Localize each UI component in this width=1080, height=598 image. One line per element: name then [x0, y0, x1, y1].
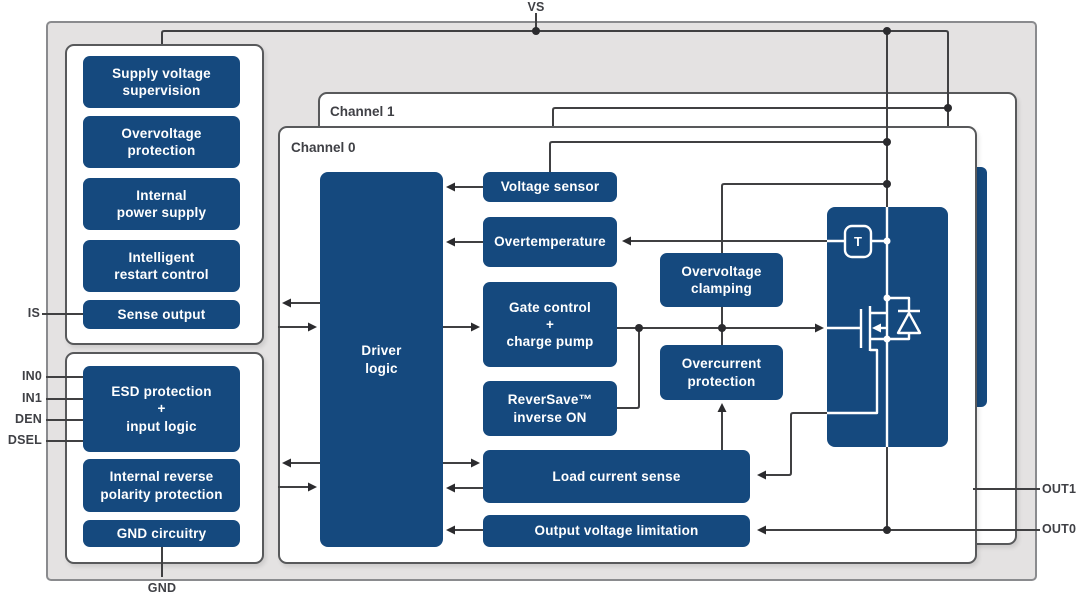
pin-label-dsel: DSEL — [7, 433, 42, 447]
pin-label-in0: IN0 — [21, 369, 42, 383]
block-voltage-sensor: Voltage sensor — [483, 172, 617, 202]
channel1-label: Channel 1 — [330, 104, 395, 119]
block-overcurrent-protection: Overcurrent protection — [660, 345, 783, 400]
pin-label-den: DEN — [15, 412, 42, 426]
block-intelligent-restart-control: Intelligent restart control — [83, 240, 240, 292]
channel0-label: Channel 0 — [291, 140, 356, 155]
block-supply-voltage-supervision: Supply voltage supervision — [83, 56, 240, 108]
block-output-voltage-limitation: Output voltage limitation — [483, 515, 750, 547]
pin-label-in1: IN1 — [21, 391, 42, 405]
temperature-sensor-label: T — [854, 234, 862, 249]
block-internal-power-supply: Internal power supply — [83, 178, 240, 230]
block-esd-protection-input-logic: ESD protection + input logic — [83, 366, 240, 452]
pin-label-out0: OUT0 — [1042, 522, 1077, 536]
block-reversave-inverse-on: ReverSave™ inverse ON — [483, 381, 617, 436]
block-gnd-circuitry: GND circuitry — [83, 520, 240, 547]
block-driver-logic: Driver logic — [320, 172, 443, 547]
block-internal-reverse-polarity-protection: Internal reverse polarity protection — [83, 459, 240, 512]
block-overtemperature: Overtemperature — [483, 217, 617, 267]
block-sense-output: Sense output — [83, 300, 240, 329]
pin-label-out1: OUT1 — [1042, 482, 1077, 496]
pin-label-vs: VS — [527, 0, 545, 14]
pin-label-gnd: GND — [147, 581, 177, 595]
block-gate-control-charge-pump: Gate control + charge pump — [483, 282, 617, 367]
pin-label-is: IS — [27, 306, 40, 320]
block-overvoltage-clamping: Overvoltage clamping — [660, 253, 783, 307]
block-load-current-sense: Load current sense — [483, 450, 750, 503]
block-overvoltage-protection: Overvoltage protection — [83, 116, 240, 168]
